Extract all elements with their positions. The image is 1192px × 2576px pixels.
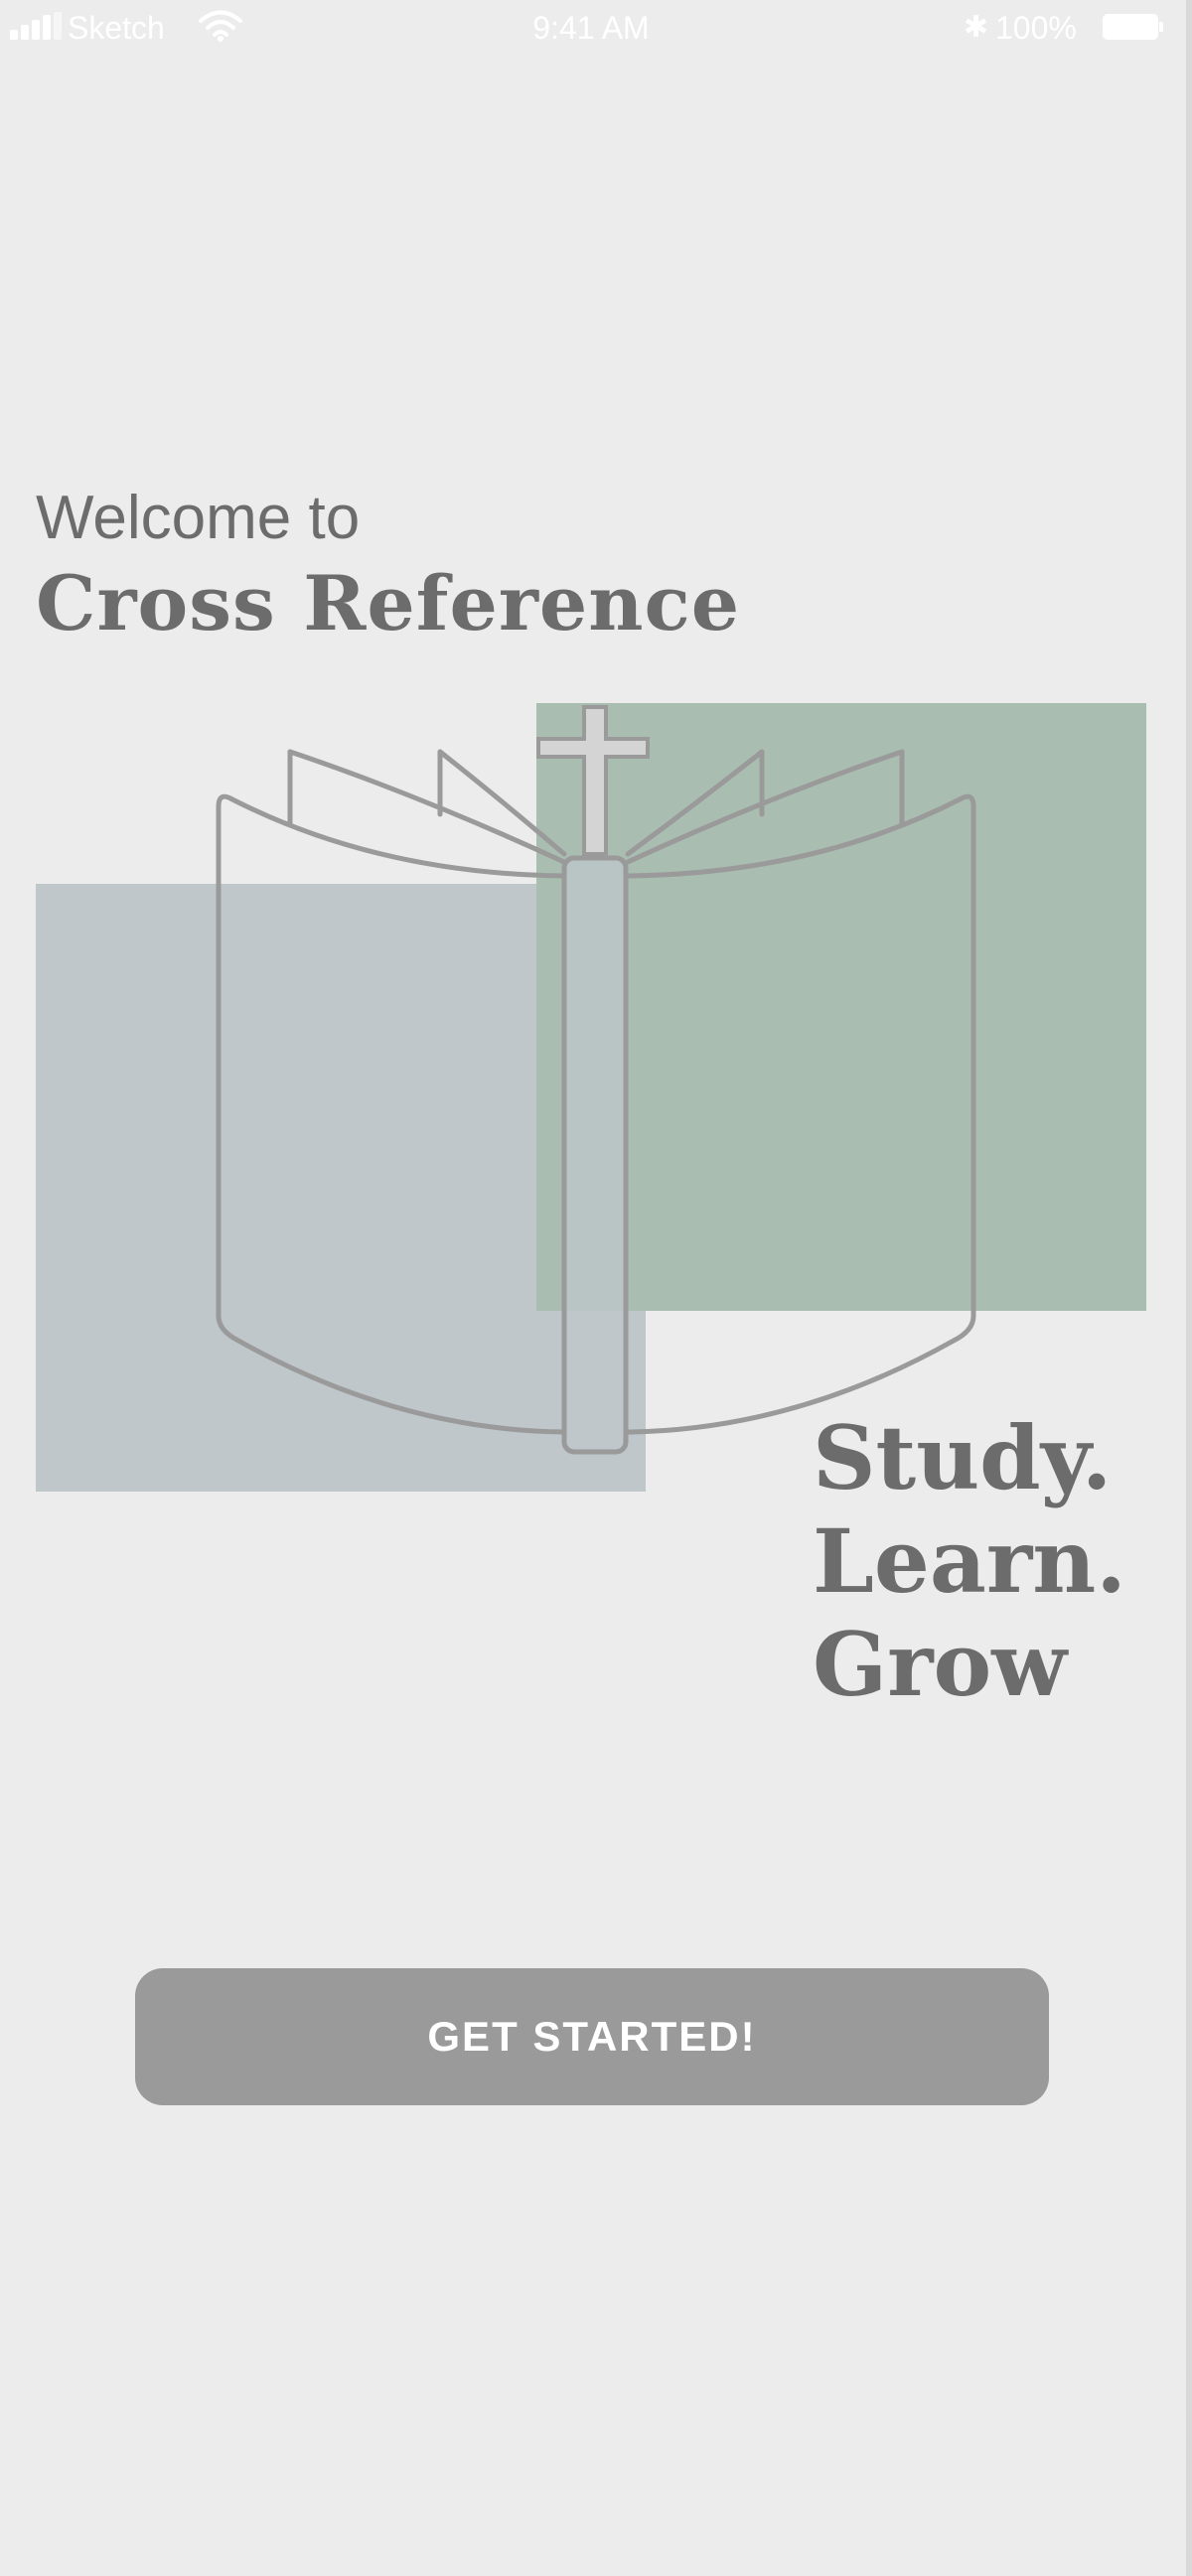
screen-edge (1186, 0, 1192, 2576)
carrier-label: Sketch (68, 10, 165, 46)
cross-icon (536, 705, 650, 856)
open-book-cross-illustration (36, 703, 1146, 1492)
book-icon (216, 749, 976, 1455)
bluetooth-icon: ✱ (964, 11, 989, 44)
status-time: 9:41 AM (532, 10, 650, 46)
battery-percent: 100% (995, 10, 1077, 46)
tagline-line-learn: Learn. (813, 1509, 1126, 1613)
green-square-shape (536, 703, 1146, 1311)
wifi-icon (199, 10, 242, 42)
welcome-text: Welcome to (36, 484, 361, 552)
signal-bars-icon (10, 12, 62, 40)
get-started-button[interactable]: GET STARTED! (135, 1968, 1049, 2105)
battery-icon (1103, 14, 1163, 40)
status-bar: Sketch 9:41 AM ✱ 100% (0, 0, 1192, 58)
tagline-line-study: Study. (813, 1406, 1113, 1509)
tagline: Study. Learn. Grow (813, 1406, 1126, 1716)
app-title: Cross Reference (36, 559, 741, 647)
tagline-line-grow: Grow (813, 1613, 1067, 1716)
